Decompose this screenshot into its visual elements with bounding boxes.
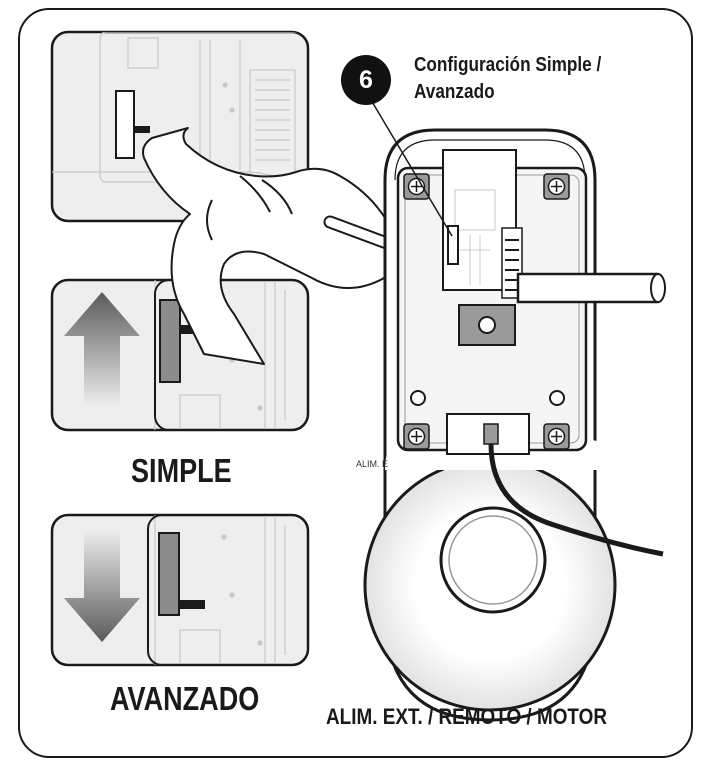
- step-number-badge: 6: [341, 55, 391, 105]
- advanced-mode-label: AVANZADO: [110, 680, 260, 717]
- switch-advanced: [158, 532, 180, 616]
- zoom-panel-simple: [50, 278, 310, 432]
- hand-illustration: [142, 127, 400, 365]
- switch-simple: [159, 299, 181, 383]
- switch-closeup-1: [115, 90, 135, 159]
- step-title-line-1: Configuración Simple /: [414, 54, 602, 76]
- arrow-up-icon: [64, 292, 140, 408]
- screw-icon: [403, 173, 570, 450]
- arrow-down-icon: [64, 528, 140, 642]
- zoom-panel-advanced: [50, 513, 310, 667]
- callout-line: [370, 99, 453, 237]
- step-title-line-2: Avanzado: [414, 81, 495, 103]
- step-title: Configuración Simple / Avanzado: [414, 52, 601, 106]
- terminal-label: ALIM. E: [356, 459, 389, 469]
- simple-mode-label: SIMPLE: [131, 452, 232, 489]
- device-caption: ALIM. EXT. / REMOTO / MOTOR: [326, 704, 608, 729]
- cable-icon: [516, 272, 666, 304]
- power-wire: [488, 443, 664, 557]
